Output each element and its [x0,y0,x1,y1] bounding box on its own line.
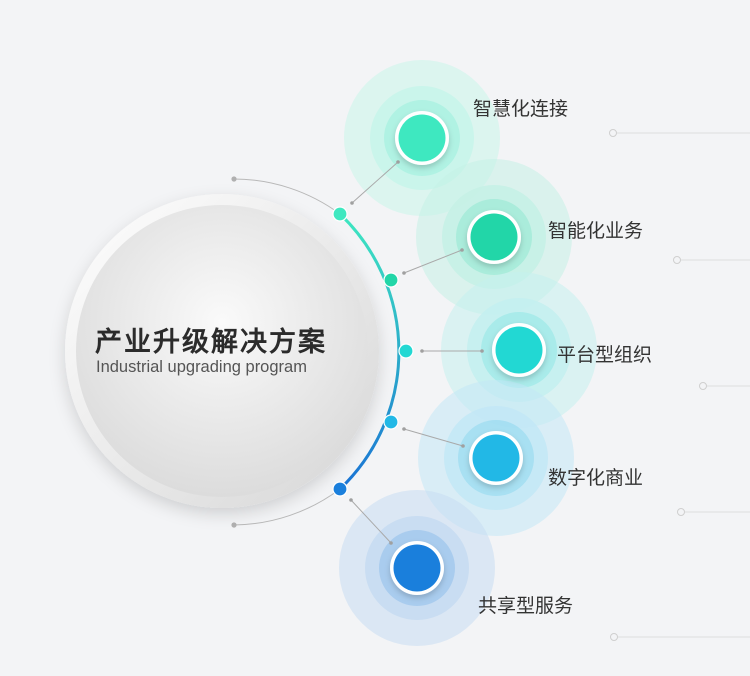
outer-arc-bottom [233,488,341,526]
connector-tip-dot [480,349,484,353]
connector-tip-dot [389,541,393,545]
connector-tip-dot [461,444,465,448]
center-disc [76,205,368,497]
connector-end-dot [402,427,406,431]
center-subtitle: Industrial upgrading program [96,358,307,376]
item-label-shared-service: 共享型服务 [478,595,574,617]
connector-line [350,499,392,544]
item-label-platform-organization: 平台型组织 [557,344,653,366]
connector-end-dot [420,349,424,353]
guide-dot [609,129,617,137]
nodes [390,111,546,595]
guide-lines [609,129,750,641]
connector-line [403,249,463,274]
connector-tip-dot [396,160,400,164]
item-label-smart-connection: 智慧化连接 [473,98,569,120]
connector-tip-dot [460,248,464,252]
guide-dot [677,508,685,516]
node-2 [495,326,543,374]
connector-line [403,428,464,447]
connector-end-dot [402,271,406,275]
node-0 [398,114,446,162]
outer-arc-bottom-dot [231,522,237,528]
outer-arc-top [233,178,341,215]
node-1 [470,213,518,261]
node-3 [472,434,520,482]
arc-dot [383,272,399,288]
guide-dot [610,633,618,641]
arc-dot [332,481,348,497]
connectors [332,160,484,545]
guide-dot [673,256,681,264]
center-title: 产业升级解决方案 [95,327,327,358]
connector-line [351,161,399,204]
connector-end-dot [350,201,354,205]
connector-end-dot [349,498,353,502]
arc-dot [398,343,414,359]
arc-dot [383,414,399,430]
node-4 [393,544,441,592]
guide-dot [699,382,707,390]
item-label-digital-commerce: 数字化商业 [548,467,644,489]
arc-dot [332,206,348,222]
item-label-intelligent-business: 智能化业务 [548,220,644,242]
outer-arc-top-dot [231,176,237,182]
